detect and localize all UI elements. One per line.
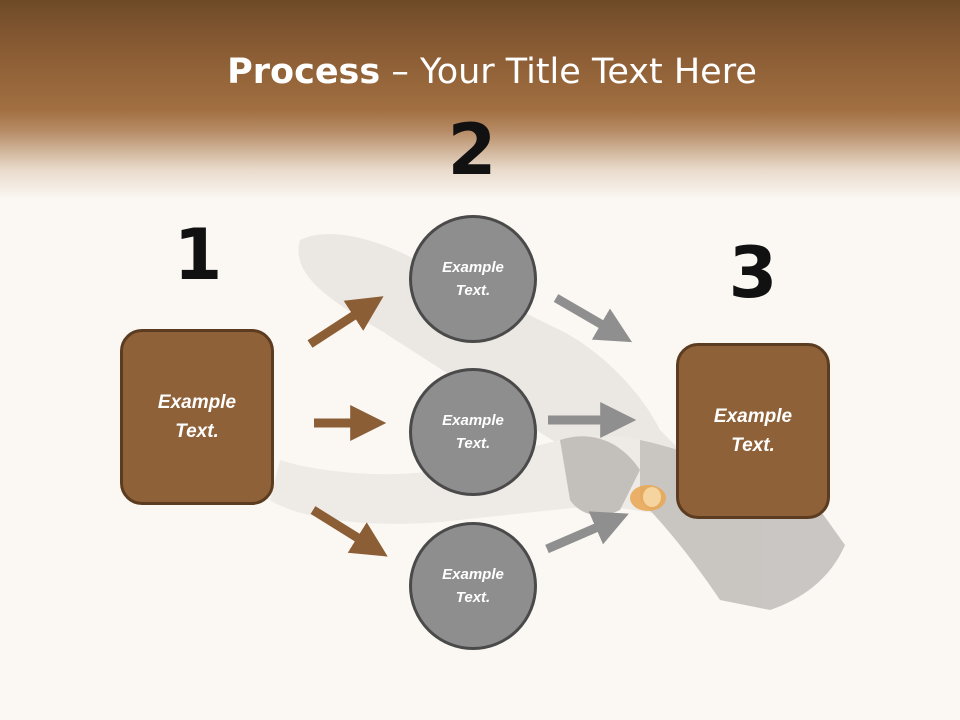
- circle-middle: Example Text.: [409, 368, 537, 496]
- circle-bottom: Example Text.: [409, 522, 537, 650]
- left-box-line2: Text.: [175, 421, 219, 442]
- left-process-box: Example Text.: [120, 329, 274, 505]
- circle-top-line1: Example: [442, 259, 504, 276]
- right-box-line1: Example: [713, 406, 793, 427]
- circle-top-line2: Text.: [455, 282, 491, 299]
- arrow-left-to-top: [307, 296, 384, 348]
- left-box-line1: Example: [157, 392, 237, 413]
- circle-middle-line1: Example: [442, 412, 504, 429]
- circle-top: Example Text.: [409, 215, 537, 343]
- title-bold-text: Process: [227, 52, 381, 92]
- step-number-1: 1: [173, 214, 223, 296]
- circle-bottom-line2: Text.: [455, 589, 491, 606]
- step-number-2: 2: [447, 109, 497, 191]
- right-process-box: Example Text.: [676, 343, 830, 519]
- arrow-bottom-to-right: [545, 511, 629, 554]
- arrow-top-to-right: [553, 294, 633, 343]
- right-box-line2: Text.: [731, 435, 775, 456]
- step-number-3: 3: [728, 232, 778, 314]
- slide-title: Process – Your Title Text Here: [0, 52, 960, 92]
- header-band: [0, 0, 960, 200]
- arrow-left-to-bottom: [310, 506, 388, 557]
- circle-bottom-line1: Example: [442, 566, 504, 583]
- circle-middle-line2: Text.: [455, 435, 491, 452]
- title-rest-text: – Your Title Text Here: [380, 52, 757, 92]
